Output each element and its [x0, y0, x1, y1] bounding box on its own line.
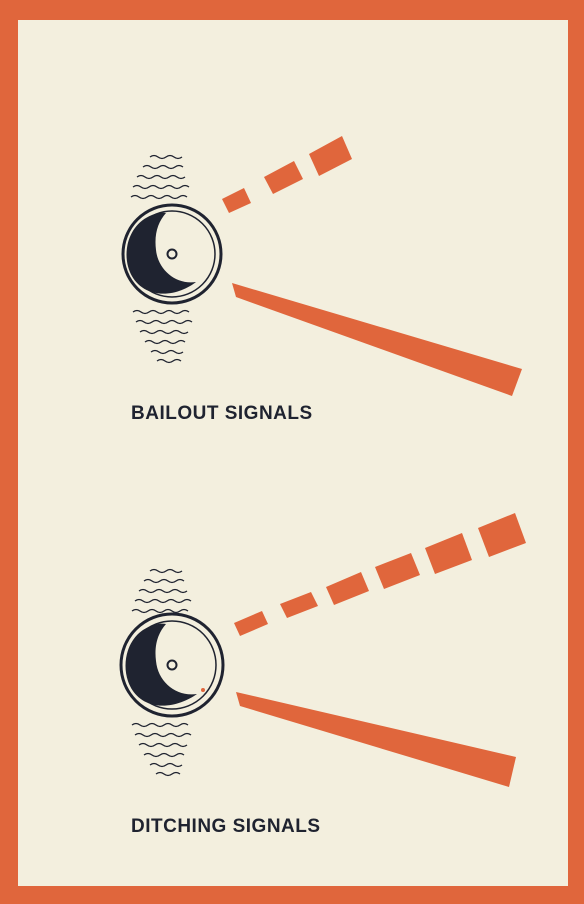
bailout-short-flash-2 [264, 161, 303, 194]
ditching-short-flashes [234, 513, 526, 636]
ditching-diagram [121, 513, 526, 787]
ditching-short-flash-1 [234, 611, 268, 636]
ditching-signal-lamp [121, 614, 223, 716]
bailout-short-flashes [222, 136, 352, 213]
bailout-signals-caption: BAILOUT SIGNALS [131, 403, 313, 425]
ditching-long-flash [236, 692, 516, 787]
bailout-vibration-lines-bottom [133, 311, 192, 363]
ditching-short-flash-2 [280, 592, 318, 618]
ditching-short-flash-6 [478, 513, 526, 557]
ditching-short-flash-4 [375, 553, 420, 589]
ditching-vibration-lines-top [132, 570, 191, 613]
bailout-signal-lamp [123, 205, 221, 303]
bailout-short-flash-3 [309, 136, 352, 176]
bailout-short-flash-1 [222, 188, 251, 213]
bailout-diagram [123, 136, 522, 396]
ditching-vibration-lines-bottom [132, 724, 191, 776]
bailout-long-flash [232, 283, 522, 396]
bailout-vibration-lines-top [131, 156, 189, 199]
ditching-short-flash-3 [326, 572, 369, 605]
ditching-short-flash-5 [425, 533, 472, 574]
ditching-signals-caption: DITCHING SIGNALS [131, 816, 321, 838]
